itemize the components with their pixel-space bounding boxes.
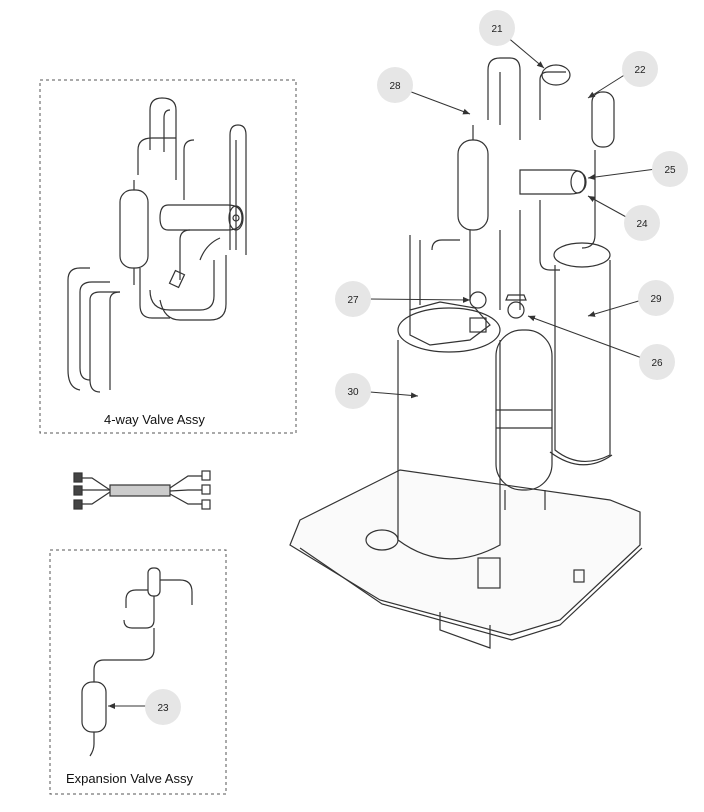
- callout-24-label: 24: [636, 219, 648, 230]
- callout-29: 29: [638, 280, 674, 316]
- callout-23-label: 23: [157, 703, 169, 714]
- expansion-valve-drawing: [81, 567, 193, 757]
- callout-30: 30: [335, 373, 371, 409]
- callout-21-label: 21: [491, 24, 503, 35]
- callout-28: 28: [377, 67, 413, 103]
- leader-lines: [108, 35, 657, 709]
- callout-28-label: 28: [389, 81, 401, 92]
- four-way-valve-box: [39, 79, 297, 434]
- callout-24: 24: [624, 205, 660, 241]
- callout-22: 22: [622, 51, 658, 87]
- callout-25: 25: [652, 151, 688, 187]
- wire-harness-drawing: [73, 470, 211, 510]
- expansion-valve-box: [49, 549, 227, 795]
- callout-23: 23: [145, 689, 181, 725]
- callout-27-label: 27: [347, 295, 359, 306]
- callout-27: 27: [335, 281, 371, 317]
- callout-26: 26: [639, 344, 675, 380]
- callout-26-label: 26: [651, 358, 663, 369]
- main-assembly-drawing: [289, 57, 643, 649]
- four-way-valve-label: 4-way Valve Assy: [104, 412, 205, 427]
- callout-30-label: 30: [347, 387, 359, 398]
- expansion-valve-label: Expansion Valve Assy: [66, 771, 193, 786]
- callout-29-label: 29: [650, 294, 662, 305]
- four-way-valve-drawing: [67, 97, 247, 393]
- callout-25-label: 25: [664, 165, 676, 176]
- callout-21: 21: [479, 10, 515, 46]
- callout-22-label: 22: [634, 65, 646, 76]
